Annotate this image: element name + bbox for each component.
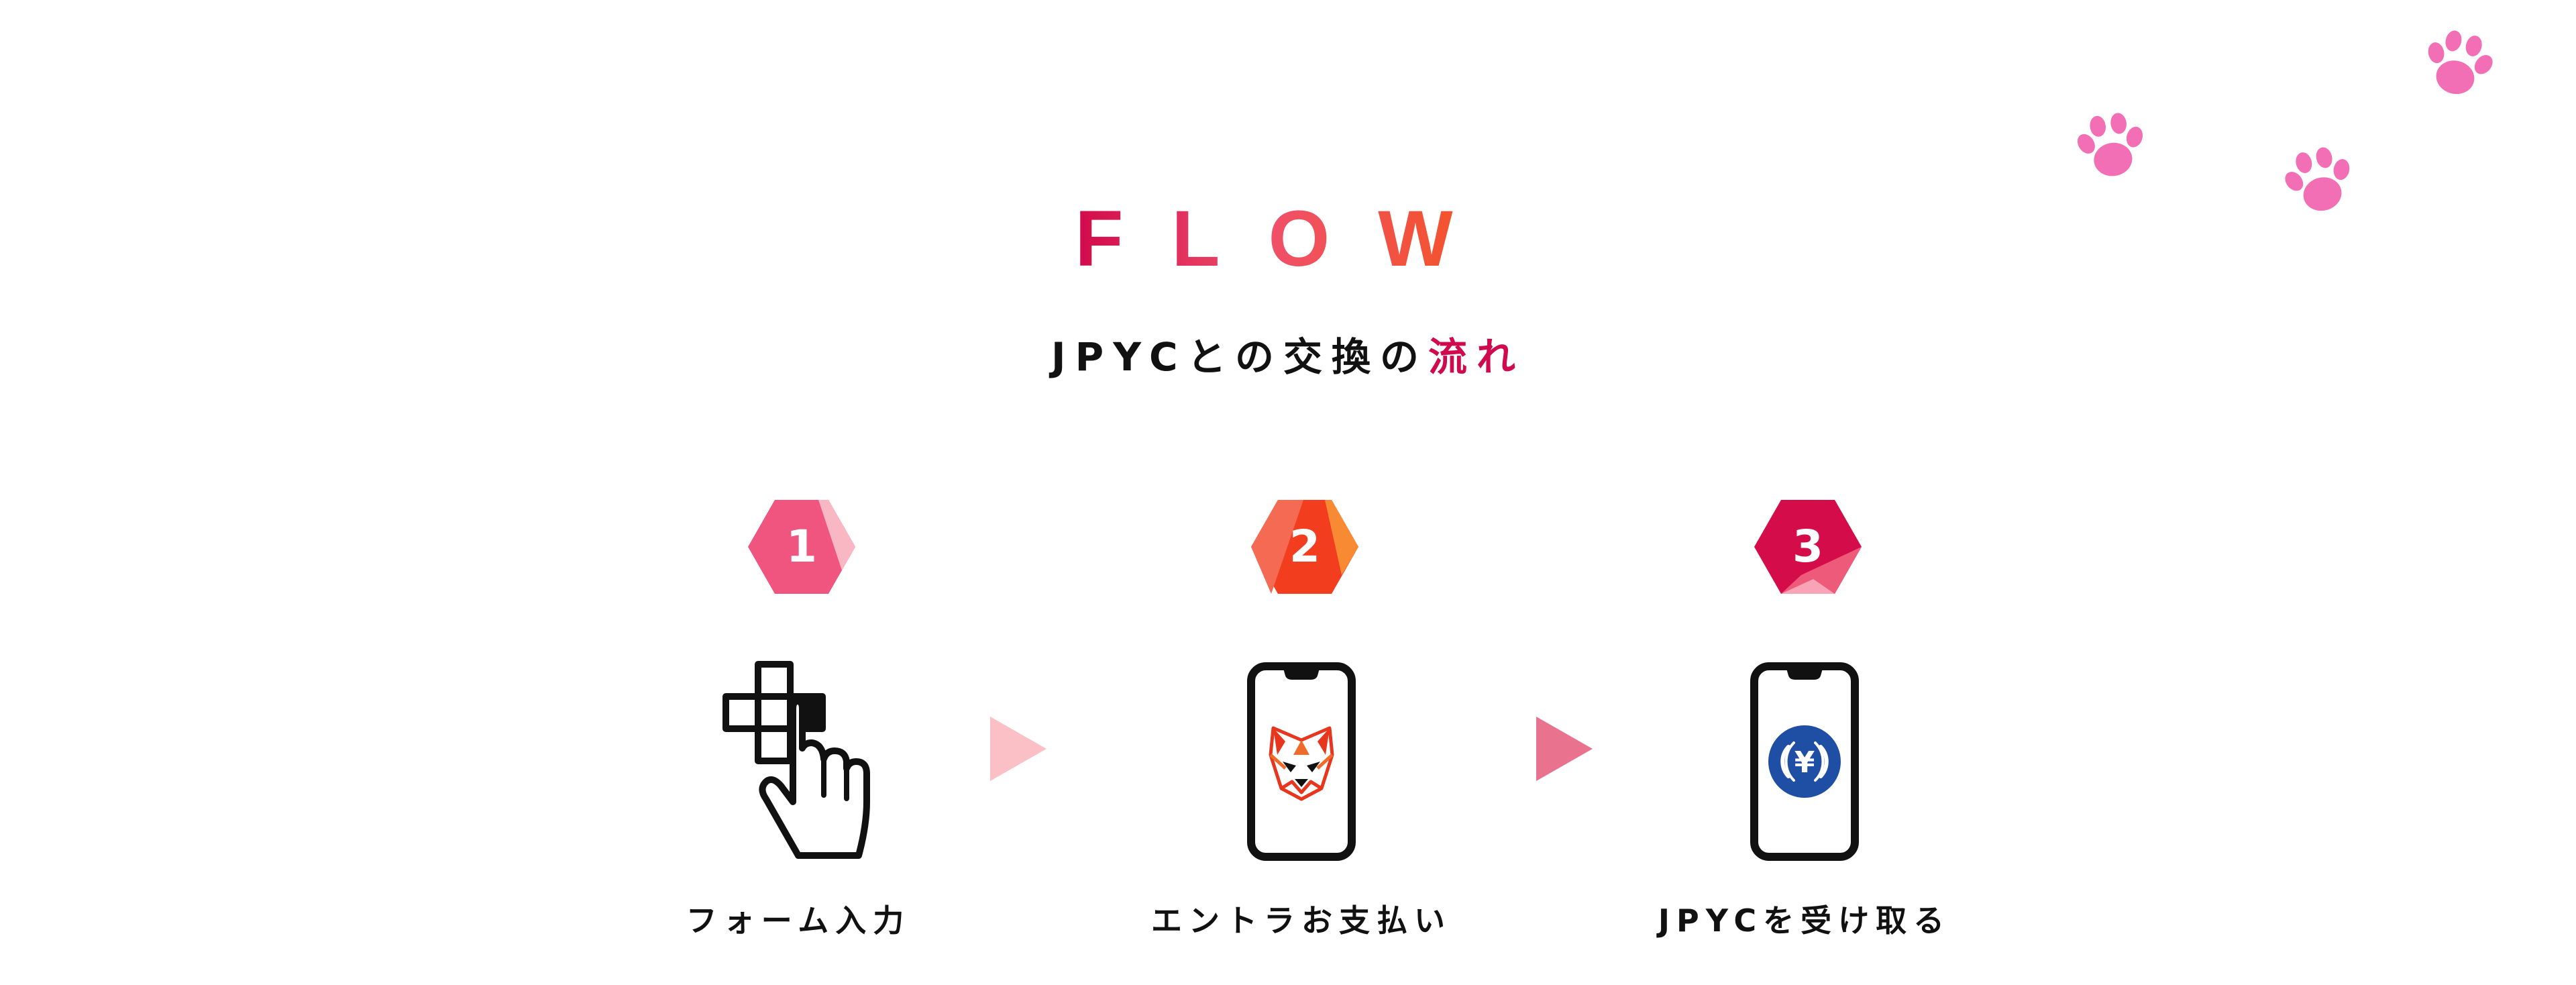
paw-print-icon <box>2428 30 2493 95</box>
section-title-text: FLOW <box>1075 195 1501 283</box>
arrow-right-icon <box>990 717 1046 781</box>
section-title: FLOW <box>1075 195 1501 283</box>
arrow-right-icon <box>1536 717 1593 781</box>
step-number: 1 <box>786 521 817 572</box>
step-number-badge: 1 <box>748 500 855 594</box>
step-number: 3 <box>1792 521 1823 572</box>
hexagon-icon <box>748 500 855 594</box>
section-subtitle: JPYCとの交換の流れ <box>0 330 2576 384</box>
phone-tiger-icon <box>1221 661 1382 862</box>
step-3: 3 ¥ JPYCを受け取る <box>1603 500 2006 956</box>
step-number: 2 <box>1289 521 1320 572</box>
paw-print-icon <box>2285 147 2350 211</box>
step-number-badge: 3 <box>1754 500 1862 594</box>
step-label: JPYCを受け取る <box>1658 902 1951 939</box>
phone-yen-coin-icon: ¥ <box>1724 661 1885 862</box>
hexagon-icon <box>1754 500 1862 594</box>
step-label: フォーム入力 <box>686 902 911 939</box>
step-number-badge: 2 <box>1251 500 1358 594</box>
step-1: 1 フォーム入力 <box>597 500 1000 956</box>
yen-symbol: ¥ <box>1794 745 1815 780</box>
subtitle-main: JPYCとの交換の <box>1051 334 1428 380</box>
paw-print-icon <box>2077 113 2143 176</box>
step-label: エントラお支払い <box>1151 902 1452 939</box>
subtitle-accent: 流れ <box>1428 334 1525 380</box>
pointer-hand-grid-icon <box>718 661 879 862</box>
step-2: 2 エントラお支払い <box>1100 500 1503 956</box>
hexagon-icon <box>1251 500 1358 594</box>
